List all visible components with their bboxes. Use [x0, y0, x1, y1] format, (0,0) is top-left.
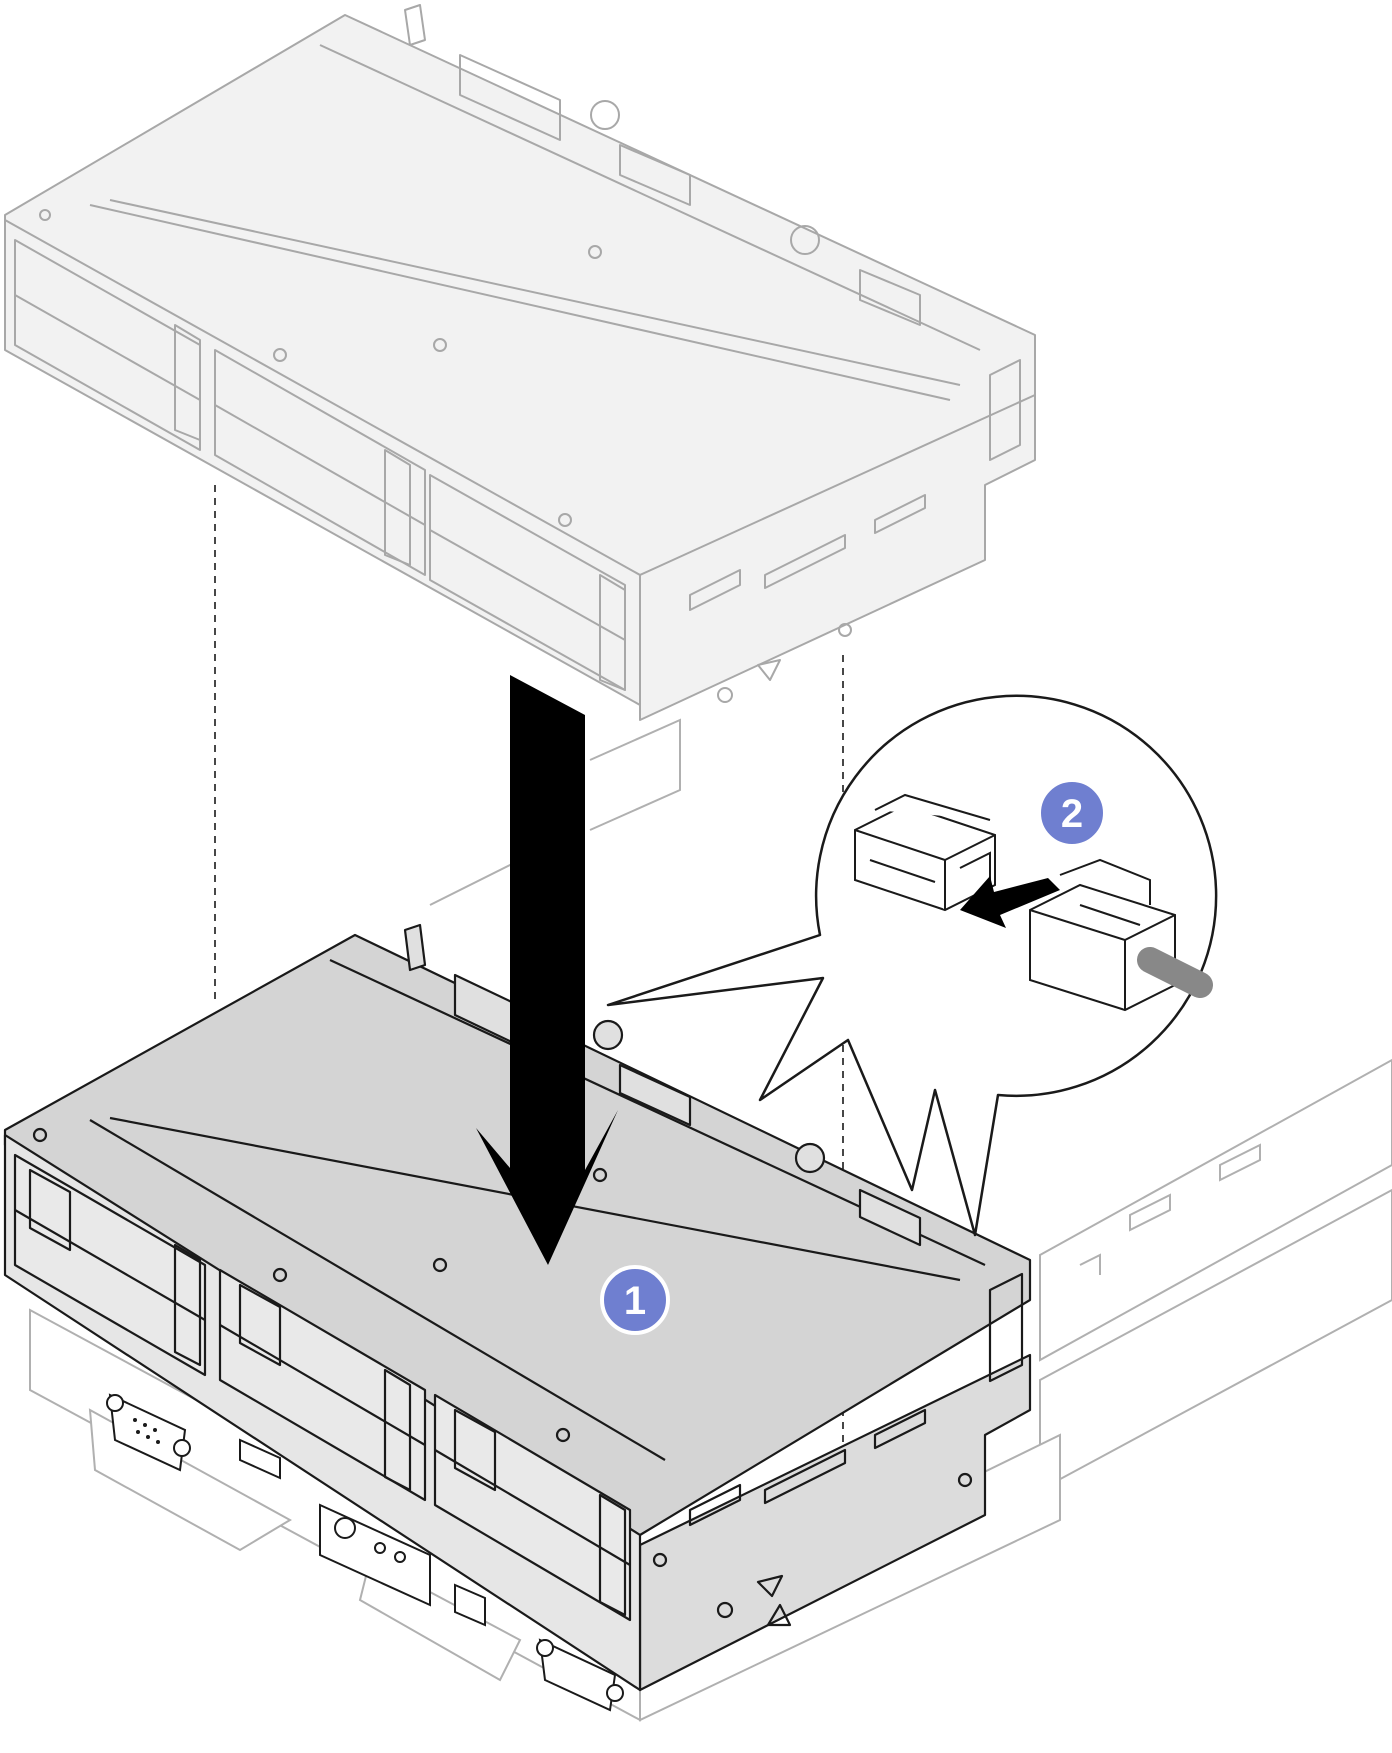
backplane-power-connector: [854, 793, 996, 912]
chassis-right-rail: [1039, 1058, 1392, 1362]
ghost-drive-cage: [4, 4, 1036, 721]
ethernet-port: [454, 1583, 486, 1627]
usb-port: [239, 1438, 281, 1480]
vga-port: [108, 1393, 187, 1472]
thumbscrew: [592, 1019, 624, 1051]
power-cable-plug: [1029, 858, 1176, 1012]
step-number-2: 2: [1061, 792, 1083, 836]
push-arrow-icon: [960, 876, 1060, 928]
power-cable: [1137, 947, 1213, 998]
step-callout-2: 2: [1037, 778, 1107, 848]
rear-ports: [106, 1393, 624, 1712]
serial-port: [538, 1638, 617, 1712]
down-arrow-icon: [476, 675, 618, 1265]
thumbscrew: [794, 1142, 826, 1174]
step-number-1: 1: [624, 1279, 646, 1323]
step-callout-1: 1: [600, 1265, 670, 1335]
ghost-cage-side: [639, 394, 1036, 721]
